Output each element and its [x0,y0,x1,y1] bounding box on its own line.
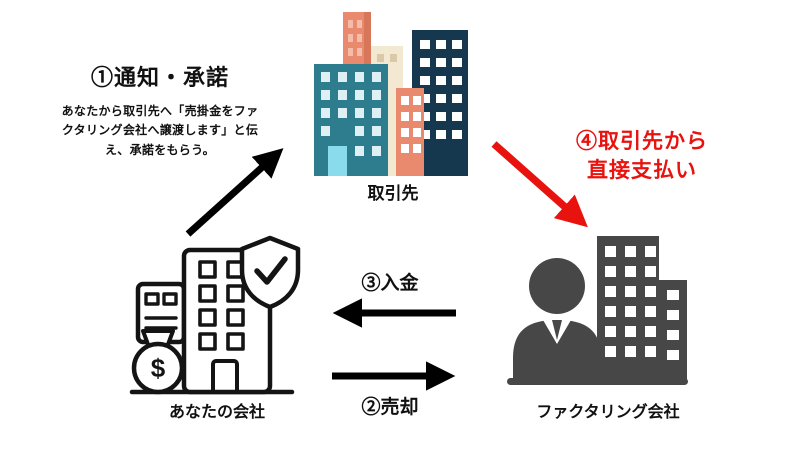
buildings-cluster-icon [314,12,468,176]
client-node-label: 取引先 [367,184,419,203]
deposit-label: ③入金 [361,273,419,294]
step1-description: あなたから取引先へ「売掛金をファ クタリング会社へ譲渡します」と伝 え、承諾をも… [58,102,262,160]
businessman-with-building-icon [507,236,688,385]
step4-line: ④取引先から [576,130,708,153]
necktie [552,320,562,340]
sale-label: ②売却 [361,397,419,418]
your-company-node-label: あなたの会社 [168,404,265,421]
door [328,146,347,176]
money-bag-icon: $ [131,329,185,395]
step1-desc-line: え、承諾をもらう。 [105,142,215,157]
head [529,258,585,314]
step1-desc-line: あなたから取引先へ「売掛金をファ [61,104,259,118]
businessman-icon [513,258,601,382]
step1-desc-line: クタリング会社へ譲渡します」と伝 [61,123,259,138]
step1-title: ①通知・承諾 [90,65,229,90]
money-symbol: $ [151,353,166,383]
step4-line: 直接支払い [587,159,697,183]
step4-direct-payment-label: ④取引先から 直接支払い [552,127,732,186]
outline-office-with-money-bag-and-shield-icon: $ [129,235,301,395]
factoring-company-node-label: ファクタリング会社 [536,404,680,421]
step1-notice-block: ①通知・承諾 あなたから取引先へ「売掛金をファ クタリング会社へ譲渡します」と伝… [58,60,262,160]
notify-arrow [185,148,284,237]
shield-check-icon [239,235,301,310]
